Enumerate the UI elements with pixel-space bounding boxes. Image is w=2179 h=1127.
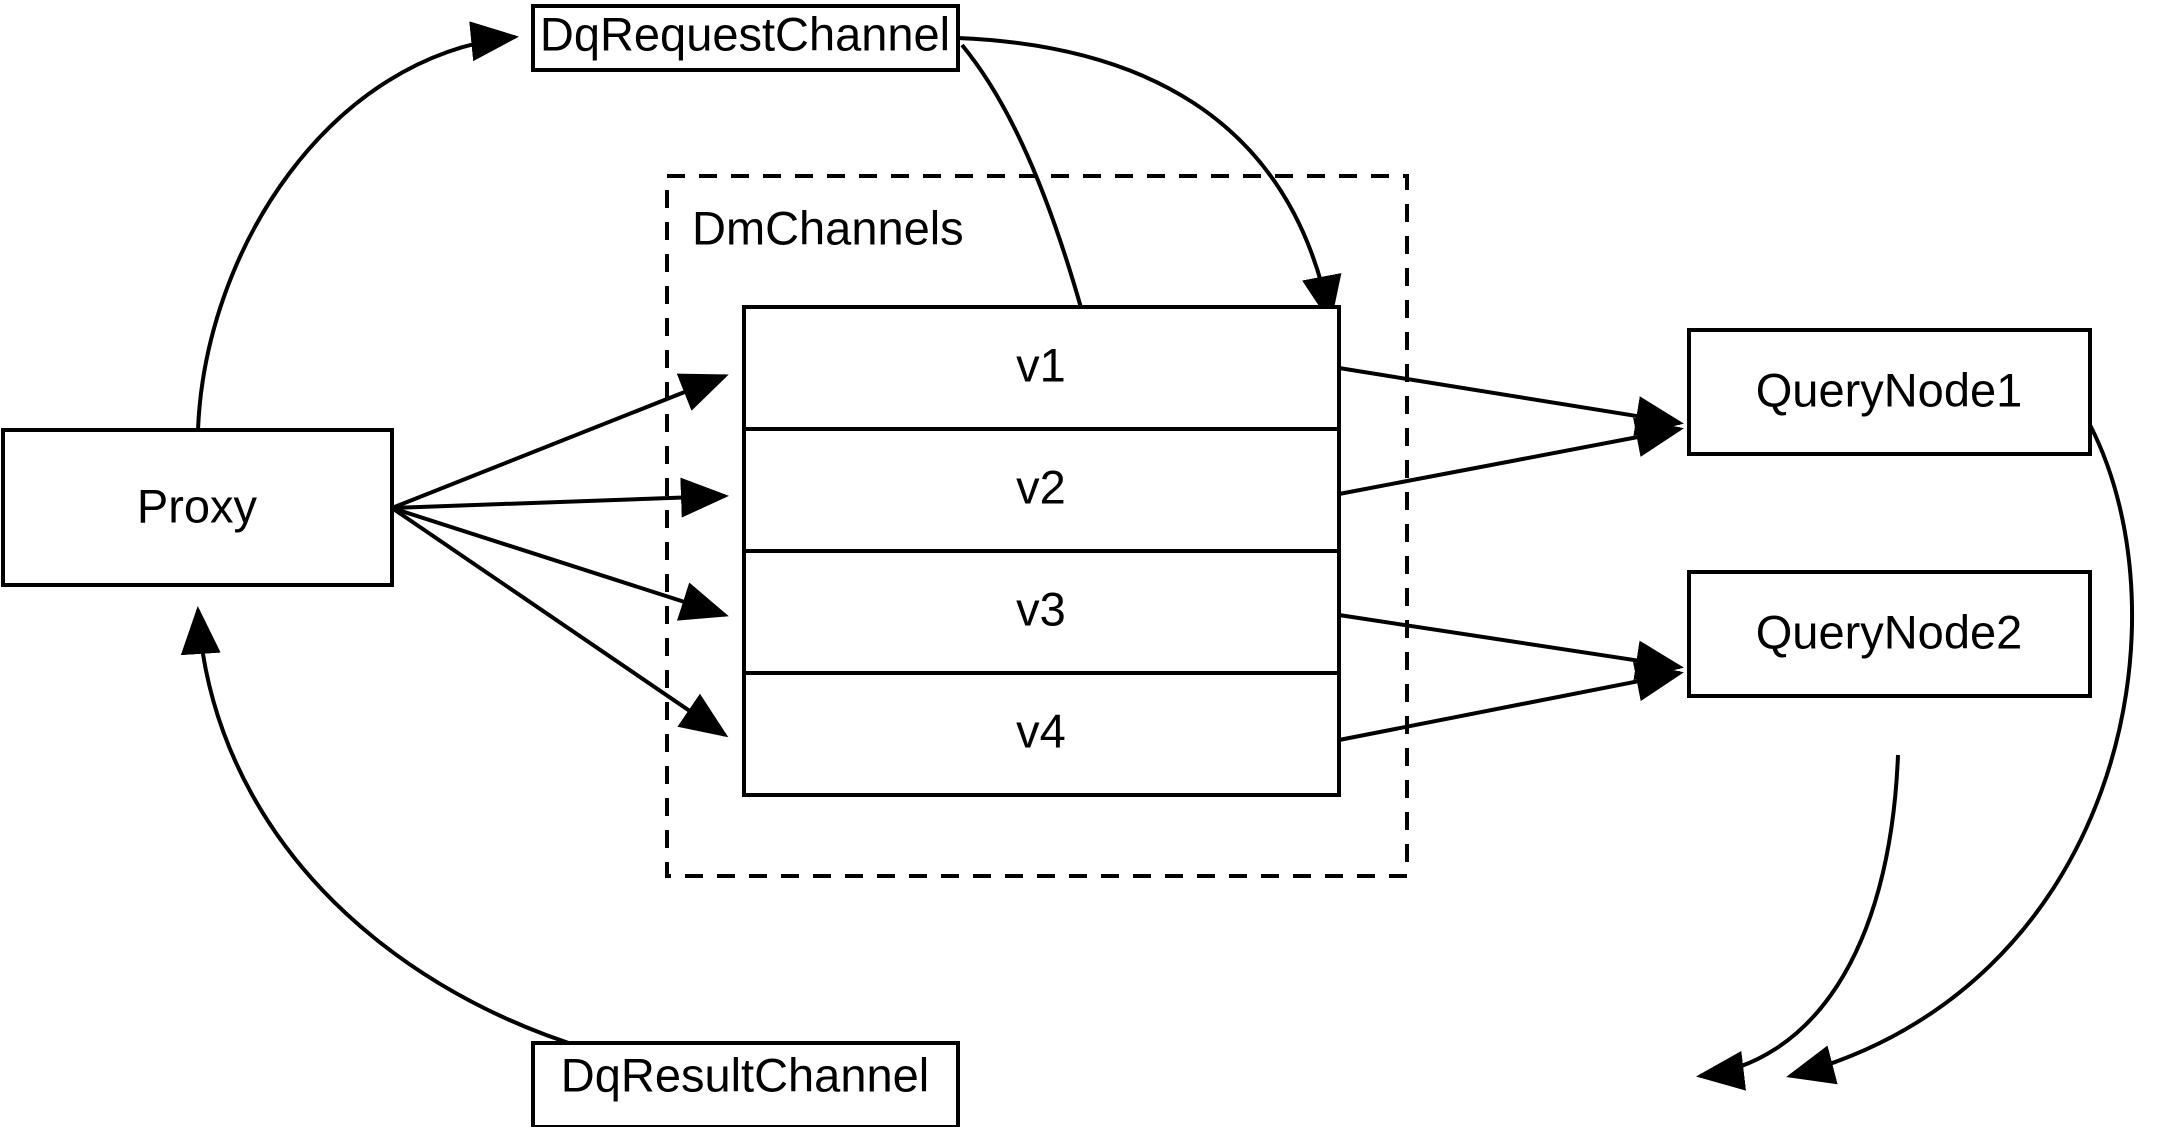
- node-dq-request-channel[interactable]: DqRequestChannel: [531, 4, 960, 72]
- channel-row-v2-label: v2: [1016, 460, 1066, 513]
- channel-row-v4-label: v4: [1016, 704, 1066, 757]
- edge-querynode1-to-dqresultchannel: [1786, 424, 2134, 1085]
- node-proxy[interactable]: Proxy: [1, 428, 394, 587]
- edge-v2-to-querynode1: [1338, 417, 1684, 496]
- edge-v1-to-querynode1: [1338, 366, 1684, 436]
- node-proxy-label: Proxy: [137, 479, 258, 532]
- edge-proxy-to-dqrequestchannel: [196, 21, 519, 431]
- edge-dqrequestchannel-to-querynode1: [957, 36, 1342, 324]
- node-dq-request-channel-label: DqRequestChannel: [540, 7, 950, 60]
- edge-proxy-to-v3: [391, 506, 729, 621]
- node-query-node-1-box[interactable]: [1687, 328, 2092, 456]
- dmchannels-table: v1 v2 v3 v4: [742, 305, 1341, 797]
- edge-querynode2-to-dqresultchannel: [1696, 754, 1900, 1091]
- node-dq-result-channel-box[interactable]: [531, 1041, 960, 1127]
- node-query-node-1-label: QueryNode1: [1756, 363, 2023, 416]
- edge-dqresultchannel-to-proxy: [180, 606, 748, 1080]
- node-dq-result-channel[interactable]: DqResultChannel: [531, 1041, 960, 1127]
- edge-proxy-to-v4: [390, 506, 729, 738]
- node-dq-result-channel-label: DqResultChannel: [561, 1048, 929, 1101]
- edge-proxy-to-v1: [391, 373, 729, 510]
- node-dq-request-channel-box[interactable]: [531, 4, 960, 72]
- edge-v4-to-querynode2: [1338, 661, 1684, 742]
- dmchannels-group: DmChannels: [665, 174, 1409, 878]
- node-query-node-1[interactable]: QueryNode1: [1687, 328, 2092, 456]
- node-query-node-2-label: QueryNode2: [1756, 605, 2023, 658]
- edge-v3-to-querynode2: [1338, 613, 1684, 681]
- channel-row-v3-label: v3: [1016, 582, 1066, 635]
- node-proxy-box[interactable]: [1, 428, 394, 587]
- node-query-node-2[interactable]: QueryNode2: [1687, 570, 2092, 698]
- edge-layer: [180, 21, 2134, 1091]
- edge-proxy-to-v2: [391, 477, 729, 518]
- channel-row-v1-label: v1: [1016, 338, 1066, 391]
- dmchannels-group-border: [665, 174, 1409, 878]
- dmchannels-group-label: DmChannels: [692, 201, 964, 254]
- node-query-node-2-box[interactable]: [1687, 570, 2092, 698]
